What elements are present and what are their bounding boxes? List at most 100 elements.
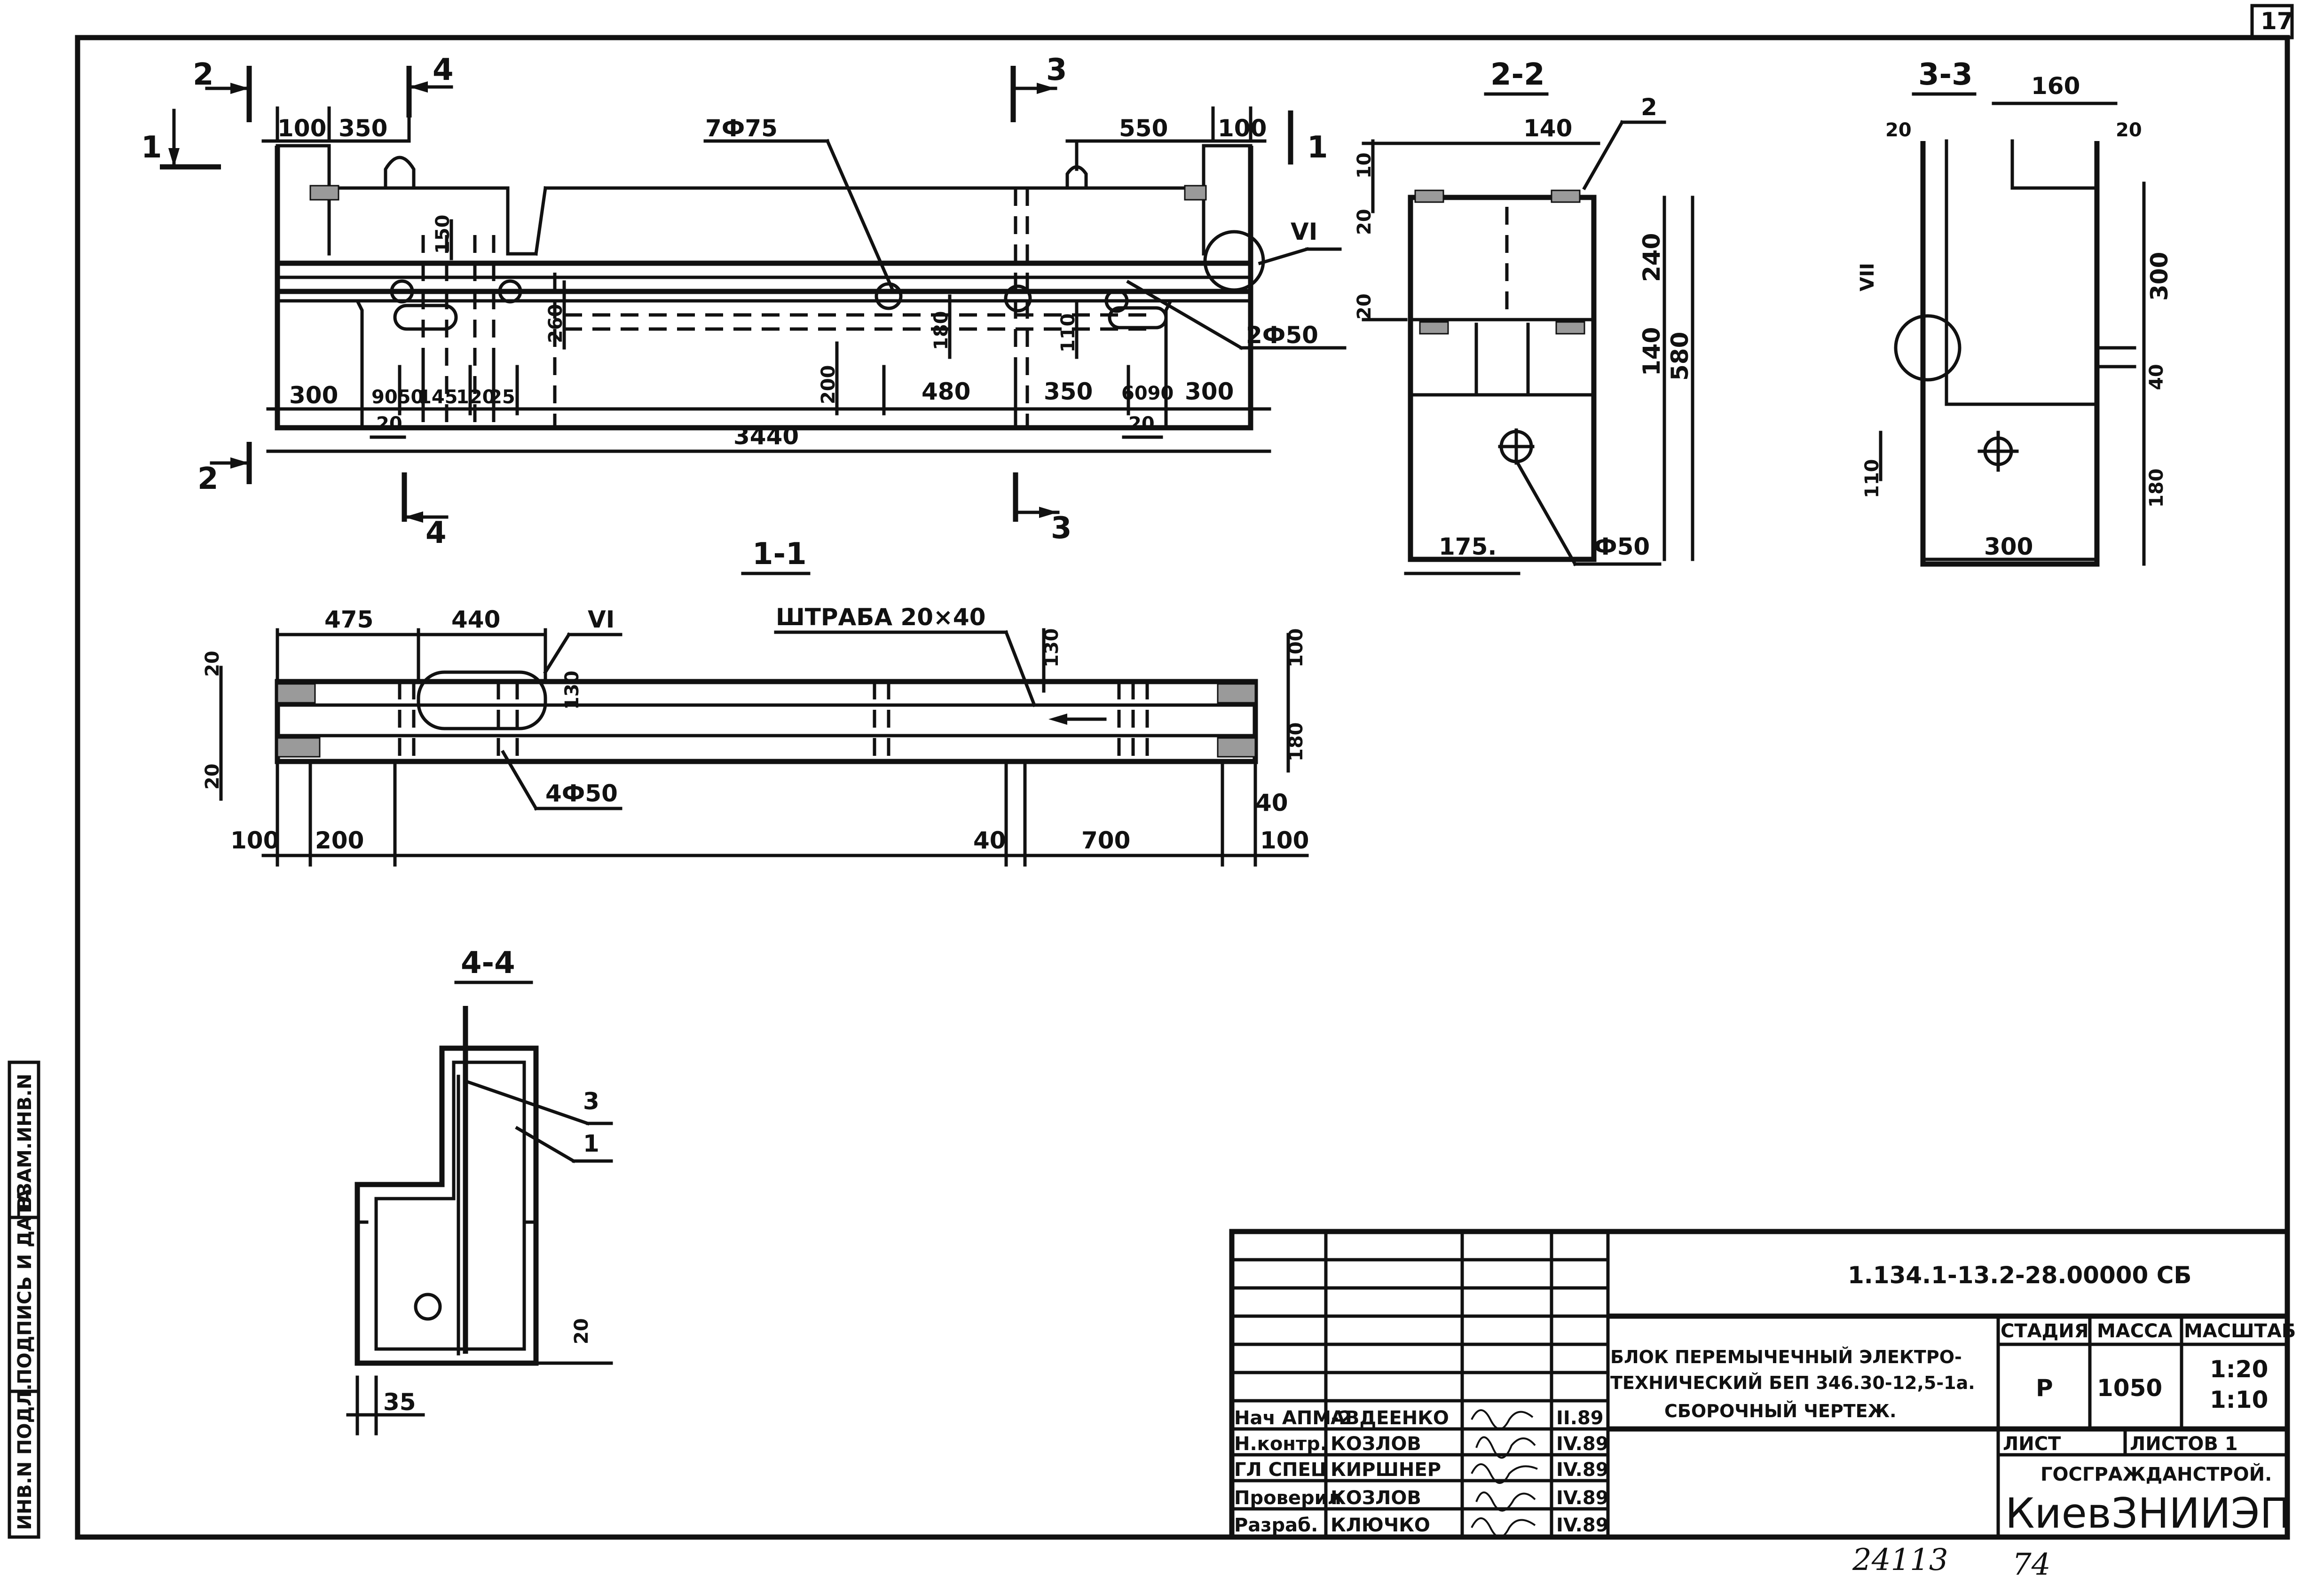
sec-3-3-dim-300-h: 300 xyxy=(1984,533,2033,560)
main-dim-6090: 6090 xyxy=(1121,383,1174,404)
mass-value: 1050 xyxy=(2097,1374,2162,1402)
section-1-1: 1-1 475 440 VI ШТРАБА 20×40 13 xyxy=(202,537,1309,867)
sec-1-1-dim-130: 130 xyxy=(1041,628,1063,668)
org-name-2: КиевЗНИИЭП xyxy=(2005,1489,2291,1538)
section-4-4: 4-4 3 1 20 35 xyxy=(346,946,613,1436)
sec-1-1-dim-20-bot: 20 xyxy=(202,763,223,790)
drawing-frame xyxy=(75,35,2290,1540)
sec-1-1-dim-200: 200 xyxy=(315,827,364,854)
sig-role: Проверил xyxy=(1234,1487,1341,1509)
title-line-2: ТЕХНИЧЕСКИЙ БЕП 346.30-12,5-1а. xyxy=(1610,1373,1975,1393)
footer-archive-no: 24113 xyxy=(1852,1543,1948,1577)
sig-date: II.89 xyxy=(1556,1407,1604,1429)
title-line-3: СБОРОЧНЫЙ ЧЕРТЕЖ. xyxy=(1664,1401,1897,1421)
sec-4-4-dim-35: 35 xyxy=(383,1389,416,1416)
sec-1-1-dim-100-top: 100 xyxy=(1285,628,1307,668)
main-dim-350-left: 350 xyxy=(339,115,387,142)
sheet-number-box xyxy=(2250,4,2294,39)
signature-row: Н.контр. КОЗЛОВ IV.89 xyxy=(1234,1433,1609,1459)
sec-1-1-dim-100-right: 100 xyxy=(1260,827,1309,854)
callout-VI-main: VI xyxy=(1291,218,1317,245)
cut-1-right: 1 xyxy=(1307,130,1328,165)
sig-date: IV.89 xyxy=(1556,1459,1609,1481)
sig-name: АВДЕЕНКО xyxy=(1331,1407,1449,1429)
callout-2f50: 2Ф50 xyxy=(1246,322,1318,349)
sig-role: Разраб. xyxy=(1234,1514,1318,1536)
sec-3-3-dim-20-left: 20 xyxy=(1885,119,1912,141)
sec-2-2-dim-20-b: 20 xyxy=(1354,293,1375,320)
sig-name: КЛЮЧКО xyxy=(1331,1514,1430,1536)
main-dim-480: 480 xyxy=(922,378,970,405)
main-dim-100-right: 100 xyxy=(1218,115,1267,142)
sec-2-2-dim-140-mid: 140 xyxy=(1638,327,1665,376)
sig-date: IV.89 xyxy=(1556,1433,1609,1455)
main-dim-180: 180 xyxy=(930,311,952,351)
signature-scribble xyxy=(1471,1463,1538,1484)
signature-scribble xyxy=(1471,1517,1536,1538)
sig-role: Нач АПМ-2 xyxy=(1234,1407,1352,1429)
sec-3-3-dim-160: 160 xyxy=(2031,72,2080,100)
sec-1-1-dim-100-left: 100 xyxy=(230,827,279,854)
sec-2-2-dim-20-a: 20 xyxy=(1354,209,1375,235)
sig-name: КОЗЛОВ xyxy=(1331,1487,1421,1509)
sec-1-1-dim-40-left: 40 xyxy=(973,827,1006,854)
side-stamp: ИНВ.N ПОДЛ. ПОДПИСЬ И ДАТА ВЗАМ.ИНВ.N xyxy=(8,1060,40,1539)
side-inv-podl: ИНВ.N ПОДЛ. xyxy=(14,1383,36,1530)
sec-4-4-callout-3: 3 xyxy=(583,1088,599,1115)
cut-4-bottom: 4 xyxy=(425,516,447,550)
signature-row: Проверил КОЗЛОВ IV.89 xyxy=(1234,1487,1609,1512)
cut-2-top: 2 xyxy=(193,57,214,92)
sig-name: КИРШНЕР xyxy=(1331,1459,1441,1481)
side-vzam: ВЗАМ.ИНВ.N xyxy=(14,1074,36,1210)
sec-2-2-title: 2-2 xyxy=(1490,57,1545,92)
sec-1-1-dim-180: 180 xyxy=(1285,722,1307,762)
sec-1-1-dim-440: 440 xyxy=(451,606,500,633)
main-dim-300-left: 300 xyxy=(289,382,338,409)
sec-1-1-callout-4f50: 4Ф50 xyxy=(545,780,618,807)
signature-scribble xyxy=(1471,1409,1534,1430)
scale-value-2: 1:10 xyxy=(2210,1386,2268,1413)
signature-scribble xyxy=(1475,1491,1536,1512)
sec-1-1-dim-700: 700 xyxy=(1081,827,1130,854)
sig-name: КОЗЛОВ xyxy=(1331,1433,1421,1455)
main-dim-9050: 9050 xyxy=(371,386,424,408)
sec-4-4-dim-20: 20 xyxy=(571,1318,592,1344)
sec-2-2-callout-f50: Ф50 xyxy=(1594,533,1650,560)
main-dim-110: 110 xyxy=(1057,314,1079,353)
cut-1-left: 1 xyxy=(141,130,162,165)
sec-2-2-dim-140-top: 140 xyxy=(1523,115,1572,142)
sec-1-1-dim-130-small: 130 xyxy=(561,671,583,710)
sheet-number: 17 xyxy=(2261,8,2293,35)
main-dim-25: 25 xyxy=(489,386,515,408)
sec-2-2-dim-240: 240 xyxy=(1638,233,1665,282)
cut-3-top: 3 xyxy=(1046,53,1067,87)
title-block: 1.134.1-13.2-28.00000 СБ БЛОК ПЕРЕМЫЧЕЧН… xyxy=(1229,1229,2296,1540)
sec-1-1-callout-shtraba: ШТРАБА 20×40 xyxy=(776,604,985,631)
main-dim-200: 200 xyxy=(818,365,839,405)
stage-label: СТАДИЯ xyxy=(2001,1320,2089,1342)
sec-2-2-dim-580: 580 xyxy=(1666,332,1694,381)
sec-1-1-dim-475: 475 xyxy=(324,606,373,633)
footer-page-no: 74 xyxy=(2012,1547,2050,1582)
sec-1-1-title: 1-1 xyxy=(752,537,807,572)
signature-row: Нач АПМ-2 АВДЕЕНКО II.89 xyxy=(1234,1407,1604,1430)
signature-scribble xyxy=(1475,1436,1536,1459)
cut-3-bottom: 3 xyxy=(1051,511,1072,546)
section-2-2: 2-2 140 10 20 240 20 140 580 175. Ф50 xyxy=(1354,57,1694,575)
sig-date: IV.89 xyxy=(1556,1514,1609,1536)
main-dim-20-right: 20 xyxy=(1128,413,1155,435)
sec-3-3-dim-40: 40 xyxy=(2146,364,2167,390)
sig-date: IV.89 xyxy=(1556,1487,1609,1509)
sec-3-3-dim-20-right: 20 xyxy=(2116,119,2142,141)
section-3-3: 3-3 160 20 20 300 40 180 110 300 VII xyxy=(1857,57,2173,567)
sec-3-3-dim-180: 180 xyxy=(2146,469,2167,508)
main-dim-300-right: 300 xyxy=(1185,378,1234,405)
signature-row: ГЛ СПЕЦ КИРШНЕР IV.89 xyxy=(1234,1459,1609,1484)
main-dim-20-left: 20 xyxy=(376,413,402,435)
side-podpis: ПОДПИСЬ И ДАТА xyxy=(14,1189,36,1384)
sec-4-4-title: 4-4 xyxy=(461,946,515,981)
main-dim-145: 145 xyxy=(418,386,458,408)
title-line-1: БЛОК ПЕРЕМЫЧЕЧНЫЙ ЭЛЕКТРО- xyxy=(1610,1347,1962,1367)
sig-role: Н.контр. xyxy=(1234,1433,1327,1455)
